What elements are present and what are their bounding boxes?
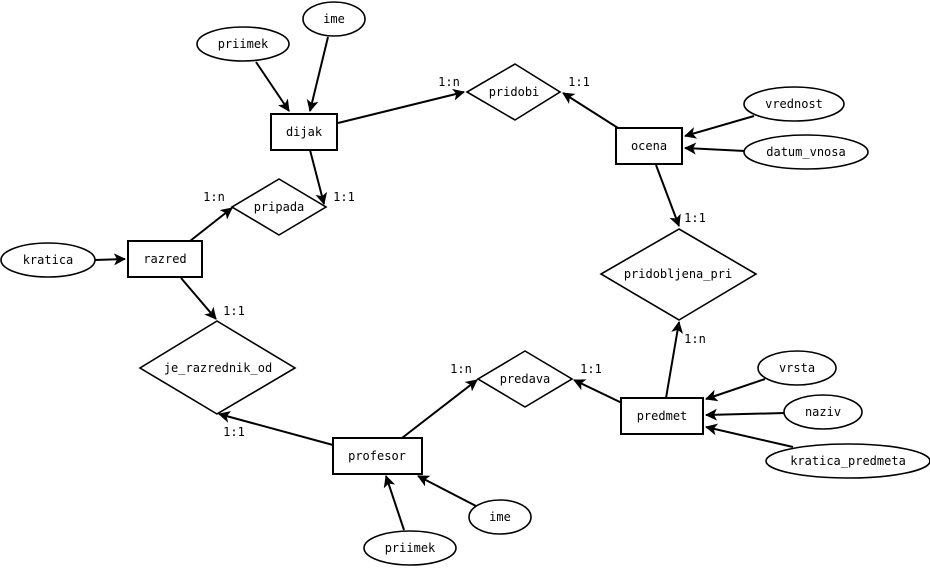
relationship-label: pripada [254,200,305,214]
attribute-label: ime [323,12,345,26]
cardinality-label: 1:1 [684,211,706,225]
edge-dijak-pridobi [337,88,465,124]
attribute-label: vrednost [765,97,823,111]
edge-ocena-pridobi [562,92,619,129]
edge-kratica-razred [94,253,126,266]
attribute-predmet-vrsta[interactable]: vrsta [757,350,837,386]
attribute-profesor-priimek[interactable]: priimek [363,530,457,566]
entity-razred[interactable]: razred [127,240,203,278]
relationship-label: predava [500,372,551,386]
relationship-label: je_razrednik_od [164,361,272,375]
edge-priimek-profesor [383,475,405,531]
relationship-edges [180,88,684,446]
edge-dijak-pripada [309,149,328,205]
relationship-label: pridobi [489,85,540,99]
edge-razred-je-razrednik-od [180,277,217,320]
entity-label: razred [143,252,186,266]
attribute-profesor-ime[interactable]: ime [468,499,532,535]
edge-vrednost-ocena [684,115,755,139]
edge-datum-vnosa-ocena [684,142,746,155]
cardinality-label: 1:n [203,190,225,204]
entity-label: profesor [348,449,406,463]
edge-vrsta-predmet [705,378,766,402]
attribute-label: naziv [805,405,841,419]
edge-priimek-dijak [255,61,290,112]
attribute-label: kratica_predmeta [790,454,906,468]
cardinality-label: 1:n [684,332,706,346]
cardinality-label: 1:n [450,362,472,376]
cardinality-label: 1:1 [580,362,602,376]
entity-label: dijak [286,125,323,139]
attribute-dijak-ime[interactable]: ime [302,1,366,37]
relationship-pridobljena-pri[interactable]: pridobljena_pri [599,228,758,321]
cardinality-labels: 1:n 1:1 1:n 1:1 1:1 1:n 1:1 1:1 1:n 1:1 [203,75,706,439]
attribute-label: priimek [385,541,436,555]
attribute-predmet-naziv[interactable]: naziv [783,394,863,430]
attribute-ocena-vrednost[interactable]: vrednost [743,86,845,122]
edge-predmet-predava [573,379,623,404]
cardinality-label: 1:1 [333,190,355,204]
cardinality-label: 1:1 [223,425,245,439]
relationship-pripada[interactable]: pripada [230,178,328,236]
cardinality-label: 1:n [438,75,460,89]
relationship-predava[interactable]: predava [476,350,574,408]
edge-kratica-predmeta-predmet [705,423,794,448]
edge-ime-dijak [306,36,329,112]
entity-label: ocena [631,139,667,153]
relationship-je-razrednik-od[interactable]: je_razrednik_od [138,320,297,415]
attribute-razred-kratica[interactable]: kratica [0,242,96,278]
edge-ime-profesor [417,475,477,507]
attribute-label: datum_vnosa [766,145,845,159]
entity-dijak[interactable]: dijak [270,113,338,151]
attribute-label: ime [489,510,511,524]
edge-profesor-predava [401,379,478,439]
entity-predmet[interactable]: predmet [620,397,704,435]
edge-ocena-pridobljena-pri [655,164,681,227]
entity-profesor[interactable]: profesor [332,437,423,475]
attribute-edges [94,36,794,531]
attribute-predmet-kratica-predmeta[interactable]: kratica_predmeta [765,443,930,479]
attribute-label: vrsta [779,361,815,375]
edge-predmet-pridobljena-pri [665,321,684,399]
edge-profesor-je-razrednik-od [218,411,334,446]
cardinality-label: 1:1 [223,304,245,318]
entity-ocena[interactable]: ocena [615,127,683,165]
entity-label: predmet [637,409,688,423]
cardinality-label: 1:1 [568,75,590,89]
attribute-ocena-datum-vnosa[interactable]: datum_vnosa [743,134,869,170]
attribute-dijak-priimek[interactable]: priimek [196,26,290,62]
attribute-label: priimek [218,37,269,51]
attribute-label: kratica [23,253,74,267]
relationship-pridobi[interactable]: pridobi [465,63,562,121]
edge-razred-pripada [189,207,233,242]
edge-naziv-predmet [705,408,786,421]
relationship-label: pridobljena_pri [624,267,732,281]
